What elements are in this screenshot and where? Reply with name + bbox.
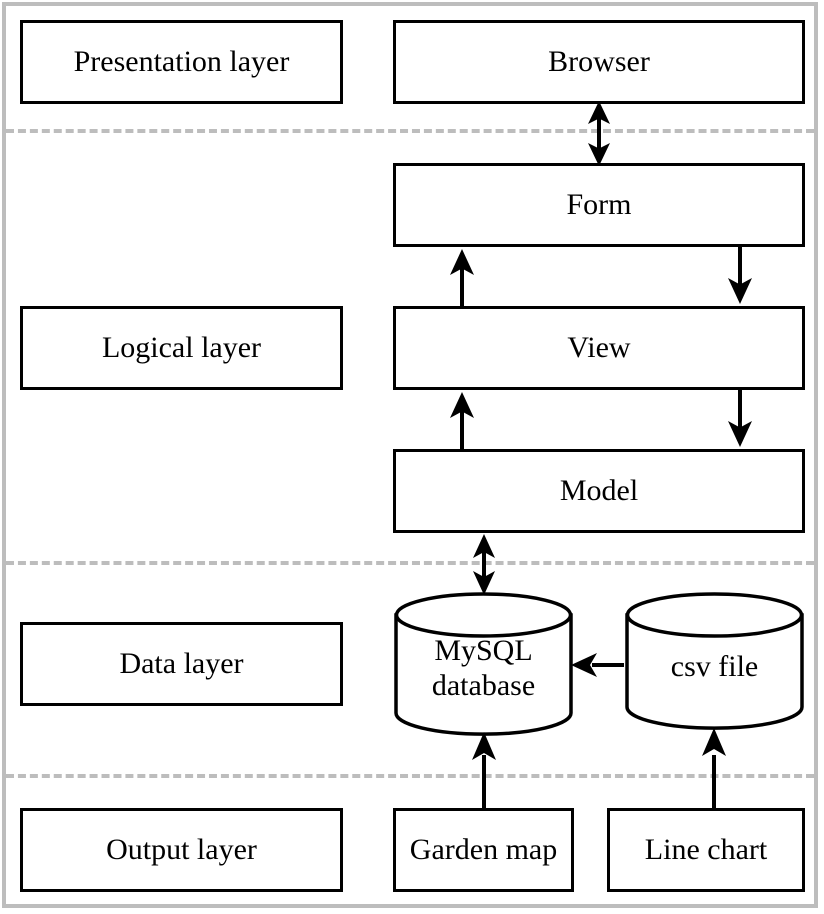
- layer-divider-presentation-logical: [6, 129, 814, 133]
- edge-garden-map-to-mysql: [472, 732, 496, 808]
- edge-form-to-view: [728, 247, 752, 304]
- edge-csv-to-mysql: [571, 653, 624, 677]
- layer-divider-logical-data: [6, 561, 814, 565]
- layer-label-output: Output layer: [20, 808, 343, 892]
- node-form[interactable]: Form: [393, 163, 805, 247]
- edge-line-chart-to-csv: [702, 728, 726, 808]
- layer-label-presentation: Presentation layer: [20, 20, 343, 104]
- edge-view-to-model: [728, 390, 752, 447]
- cylinder-shape-csv: [625, 592, 804, 730]
- node-browser[interactable]: Browser: [393, 20, 805, 104]
- layer-label-logical: Logical layer: [20, 306, 343, 390]
- node-mysql-database[interactable]: MySQL database: [393, 592, 574, 736]
- edge-model-to-view: [450, 392, 474, 449]
- node-view[interactable]: View: [393, 306, 805, 390]
- layer-divider-data-output: [6, 774, 814, 778]
- node-csv-file[interactable]: csv file: [624, 592, 805, 730]
- edge-view-to-form: [450, 249, 474, 306]
- cylinder-shape-mysql: [394, 592, 573, 736]
- node-line-chart[interactable]: Line chart: [607, 808, 805, 892]
- layer-label-data: Data layer: [20, 622, 343, 706]
- node-label-mysql-database: MySQL database: [431, 634, 536, 702]
- node-model[interactable]: Model: [393, 449, 805, 533]
- edge-browser-form: [588, 101, 610, 166]
- node-garden-map[interactable]: Garden map: [393, 808, 574, 892]
- node-label-csv-file: csv file: [670, 650, 759, 683]
